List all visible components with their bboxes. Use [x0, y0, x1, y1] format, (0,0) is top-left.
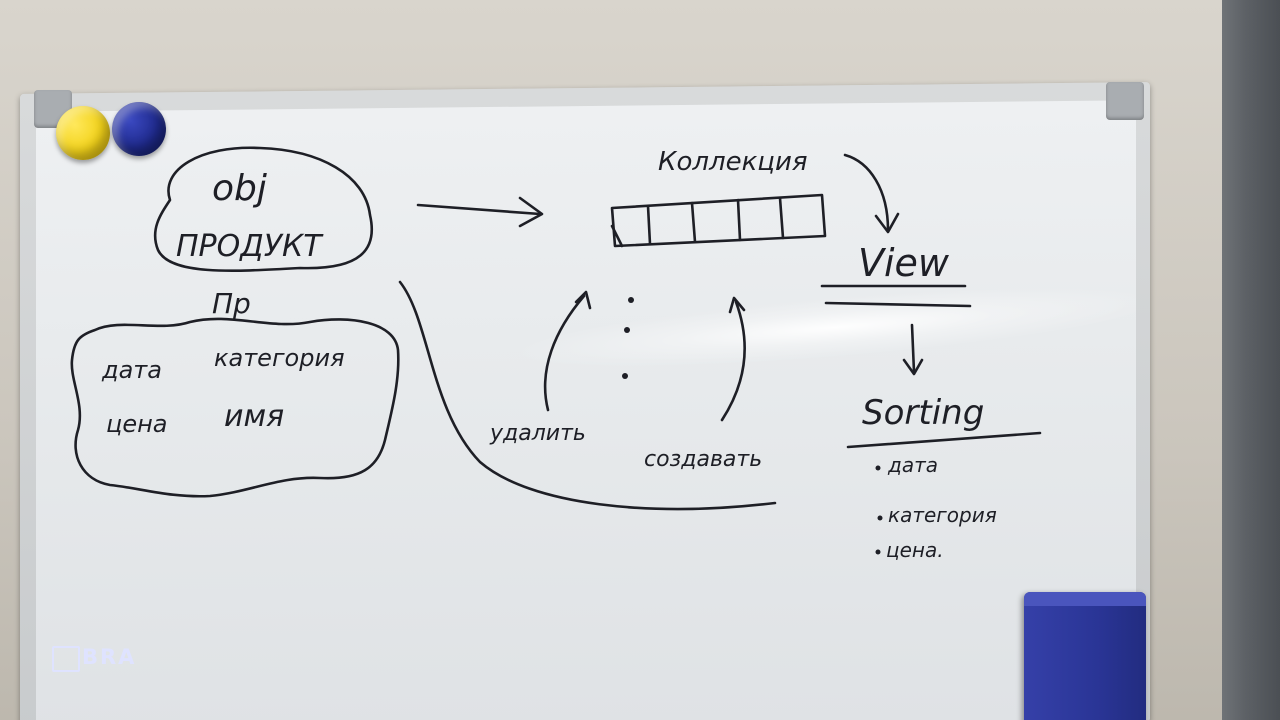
view-underline-2 [824, 301, 972, 308]
yellow-magnet [56, 106, 110, 160]
sorting-item-category: категория [888, 503, 997, 527]
sorting-label: Sorting [862, 393, 984, 433]
eraser-logo-icon [52, 646, 80, 672]
eraser-brand-text: BRA [82, 645, 137, 669]
arrow-collection-to-view [843, 153, 890, 232]
field-category: категория [214, 344, 345, 372]
delete-label: удалить [489, 421, 586, 446]
create-curve-arrow [720, 300, 746, 422]
collection-array [610, 193, 827, 248]
view-label: View [858, 241, 950, 285]
collection-label: Коллекция [658, 147, 808, 177]
bubble-title-line2: ПРОДУКТ [176, 229, 324, 264]
whiteboard-eraser[interactable] [1024, 592, 1146, 720]
frame-corner-top-right [1106, 82, 1144, 120]
arrow-to-collection [416, 203, 542, 216]
bubble-title-line1: obj [212, 168, 267, 209]
bubble-sub-label: Пр [212, 287, 251, 320]
object-bubble-outline [153, 146, 374, 272]
blue-magnet [112, 102, 166, 156]
sorting-item-date: дата [887, 453, 938, 477]
sorting-item-price: цена. [886, 538, 944, 562]
eraser-top-edge [1024, 592, 1146, 606]
field-date: дата [101, 356, 162, 384]
big-swoosh-curve [398, 280, 777, 511]
create-label: создавать [644, 447, 762, 472]
wall-pipe-area [1222, 0, 1280, 720]
field-price: цена [106, 410, 168, 438]
fields-cloud-outline [70, 317, 400, 498]
view-to-sorting-arrow [910, 323, 916, 374]
sorting-underline [846, 431, 1042, 449]
field-name: имя [224, 399, 284, 434]
delete-curve-arrow [543, 294, 586, 412]
